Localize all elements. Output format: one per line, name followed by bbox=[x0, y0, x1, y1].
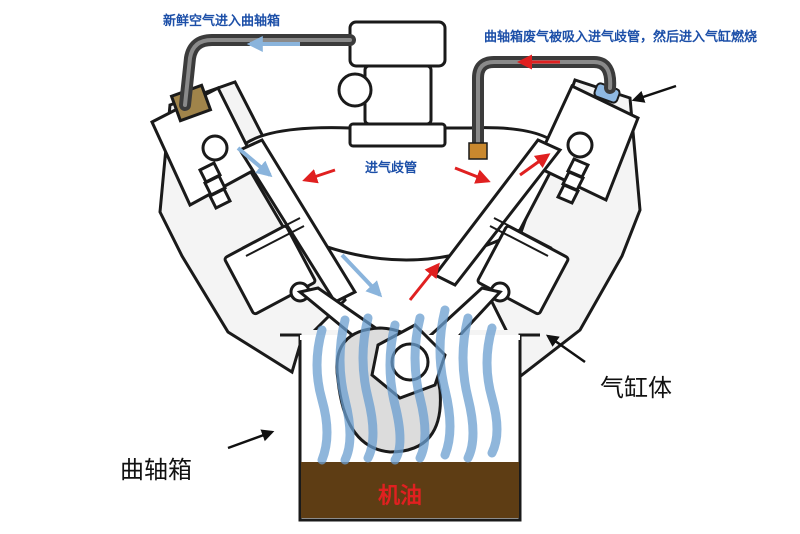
oil-sump bbox=[301, 462, 519, 518]
right-valve-cover bbox=[533, 83, 640, 205]
blowby-label: 曲轴箱废气被吸入进气歧管，然后进入气缸燃烧 bbox=[484, 30, 758, 45]
crankcase-label: 曲轴箱 bbox=[120, 456, 192, 484]
oil-label: 机油 bbox=[378, 484, 423, 509]
intake-manifold-label: 进气歧管 bbox=[365, 161, 418, 176]
pointer-arrows bbox=[227, 84, 677, 450]
fresh-air-label: 新鲜空气进入曲轴箱 bbox=[163, 14, 281, 29]
throttle-body bbox=[337, 20, 447, 148]
cylinder-block-label: 气缸体 bbox=[600, 374, 672, 402]
hose-fitting bbox=[468, 142, 488, 160]
fresh-air-arrows bbox=[236, 36, 383, 298]
intake-runners bbox=[237, 138, 563, 304]
blowby-arrows bbox=[302, 54, 560, 301]
crankcase-vapor bbox=[312, 305, 502, 465]
